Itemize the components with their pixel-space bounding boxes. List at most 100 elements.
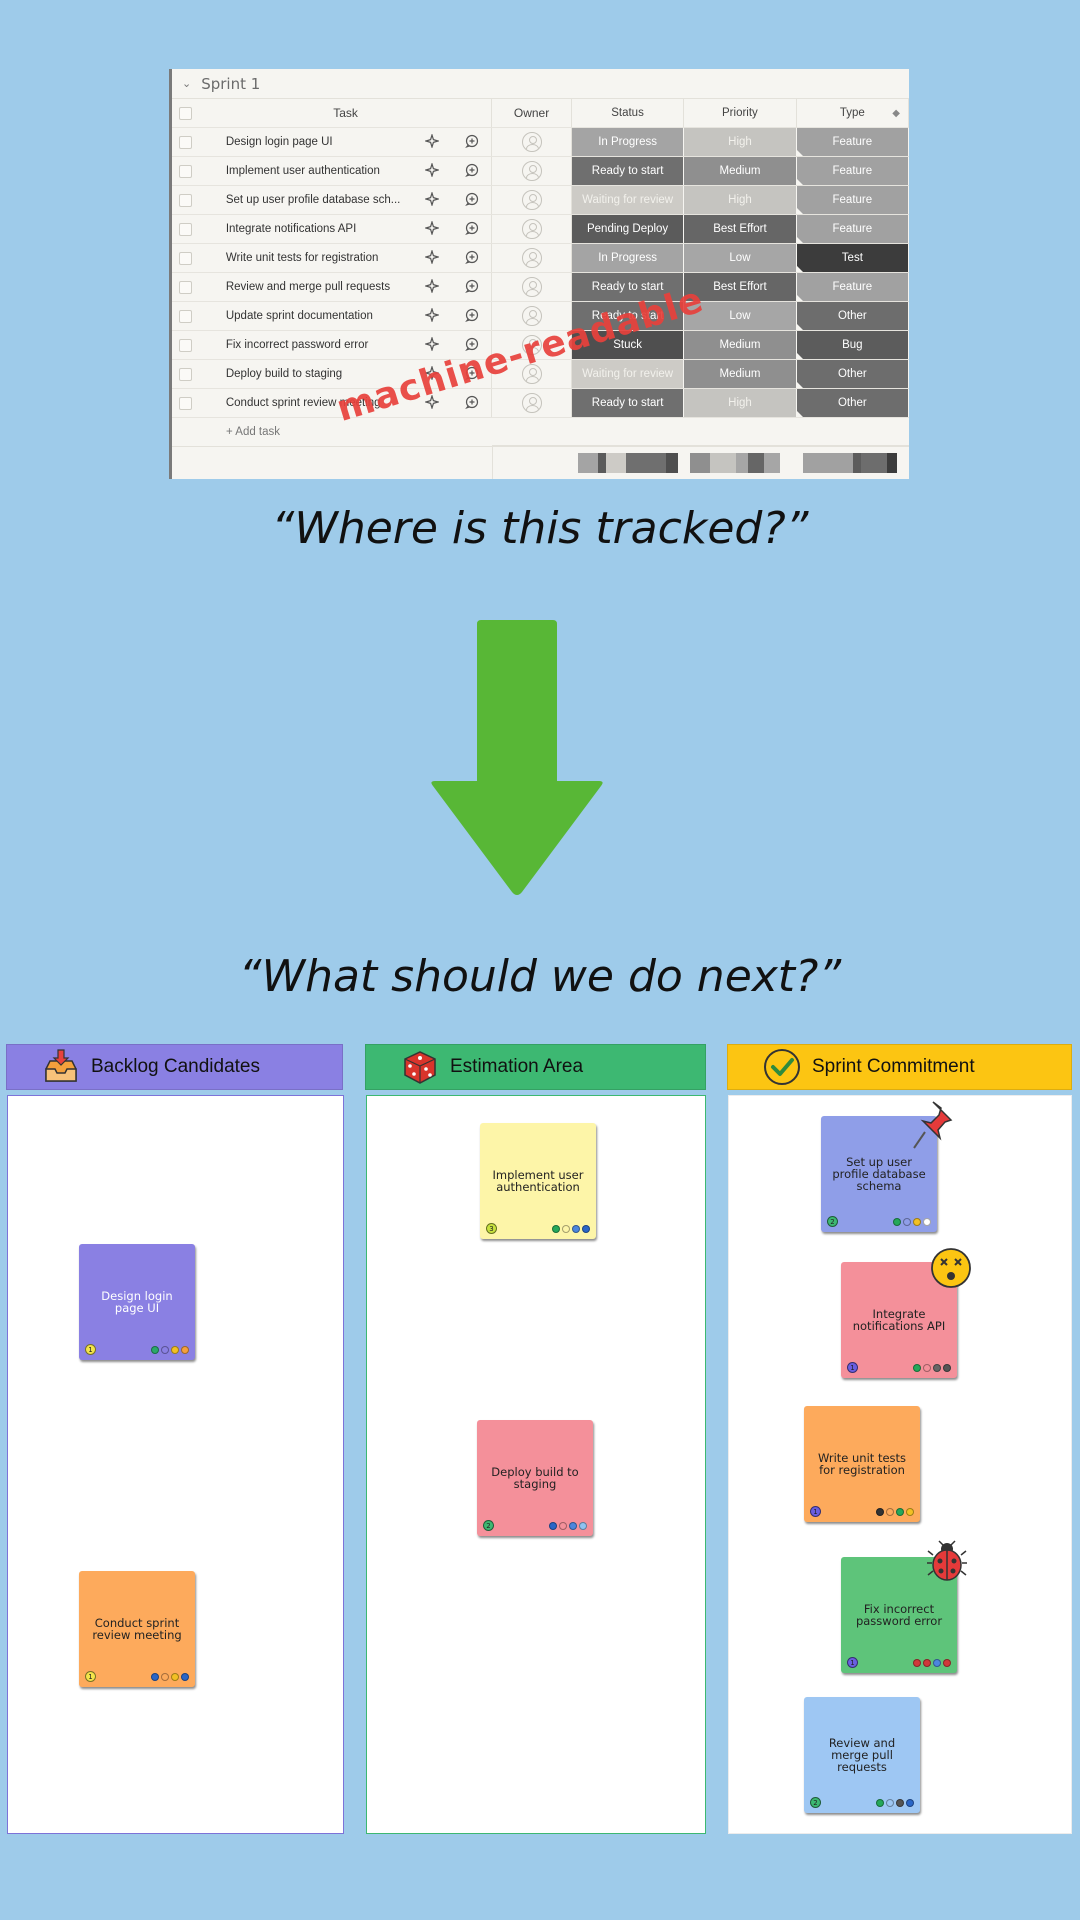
- add-update-icon[interactable]: [464, 192, 479, 209]
- task-name[interactable]: Implement user authentication: [225, 165, 380, 177]
- sparkle-icon[interactable]: [424, 306, 441, 325]
- table-row[interactable]: Update sprint documentation Ready to star…: [172, 302, 909, 331]
- status-cell[interactable]: Ready to start: [571, 273, 685, 301]
- owner-cell[interactable]: [492, 331, 572, 359]
- add-update-icon[interactable]: [464, 366, 479, 383]
- row-checkbox[interactable]: [172, 273, 200, 301]
- type-cell[interactable]: Feature: [796, 215, 909, 243]
- sparkle-icon[interactable]: [424, 393, 441, 412]
- table-row[interactable]: Write unit tests for registration In Prog…: [172, 244, 909, 273]
- add-update-icon[interactable]: [464, 163, 479, 180]
- status-cell[interactable]: Waiting for review: [571, 186, 685, 214]
- status-cell[interactable]: Ready to start: [571, 389, 685, 417]
- column-header[interactable]: Estimation Area: [365, 1044, 706, 1090]
- row-checkbox[interactable]: [172, 360, 200, 388]
- row-checkbox[interactable]: [172, 302, 200, 330]
- column-header[interactable]: Backlog Candidates: [6, 1044, 343, 1090]
- table-row[interactable]: Integrate notifications API Pending Deplo…: [172, 215, 909, 244]
- row-checkbox[interactable]: [172, 244, 200, 272]
- column-header-owner[interactable]: Owner: [492, 99, 572, 127]
- priority-cell[interactable]: Medium: [684, 360, 797, 388]
- row-checkbox[interactable]: [172, 128, 200, 156]
- task-name[interactable]: Set up user profile database sch...: [225, 194, 401, 206]
- type-cell[interactable]: Test: [796, 244, 909, 272]
- add-update-icon[interactable]: [464, 337, 479, 354]
- chevron-down-icon[interactable]: ⌄: [182, 77, 192, 90]
- priority-cell[interactable]: Best Effort: [684, 215, 797, 243]
- owner-cell[interactable]: [492, 360, 572, 388]
- sparkle-icon[interactable]: [424, 190, 441, 209]
- type-cell[interactable]: Other: [796, 389, 909, 417]
- priority-cell[interactable]: Low: [684, 302, 797, 330]
- row-checkbox[interactable]: [172, 331, 200, 359]
- row-checkbox[interactable]: [172, 389, 200, 417]
- add-update-icon[interactable]: [464, 279, 479, 296]
- sparkle-icon[interactable]: [424, 248, 441, 267]
- group-header[interactable]: ⌄ Sprint 1: [172, 69, 909, 98]
- priority-cell[interactable]: Medium: [684, 157, 797, 185]
- status-cell[interactable]: Ready to start: [571, 157, 685, 185]
- task-name[interactable]: Integrate notifications API: [225, 223, 357, 235]
- owner-cell[interactable]: [492, 128, 572, 156]
- type-cell[interactable]: Feature: [796, 186, 909, 214]
- priority-cell[interactable]: High: [684, 128, 797, 156]
- priority-cell[interactable]: Low: [684, 244, 797, 272]
- row-checkbox[interactable]: [172, 215, 200, 243]
- add-update-icon[interactable]: [464, 395, 479, 412]
- column-header-status[interactable]: Status: [572, 99, 685, 127]
- column-header[interactable]: Sprint Commitment: [727, 1044, 1072, 1090]
- status-cell[interactable]: In Progress: [571, 128, 685, 156]
- add-update-icon[interactable]: [464, 308, 479, 325]
- sparkle-icon[interactable]: [424, 161, 441, 180]
- sparkle-icon[interactable]: [424, 364, 441, 383]
- status-cell[interactable]: Waiting for review: [571, 360, 685, 388]
- priority-cell[interactable]: High: [684, 186, 797, 214]
- sparkle-icon[interactable]: [424, 335, 441, 354]
- task-name[interactable]: Conduct sprint review meeting: [225, 397, 381, 409]
- type-cell[interactable]: Feature: [796, 273, 909, 301]
- sparkle-icon[interactable]: [424, 277, 441, 296]
- owner-cell[interactable]: [492, 389, 572, 417]
- status-cell[interactable]: Ready to start: [571, 302, 685, 330]
- type-cell[interactable]: Other: [796, 302, 909, 330]
- status-cell[interactable]: Pending Deploy: [571, 215, 685, 243]
- column-body[interactable]: [7, 1095, 344, 1834]
- sparkle-icon[interactable]: [424, 219, 441, 238]
- owner-cell[interactable]: [492, 186, 572, 214]
- table-row[interactable]: Set up user profile database sch... Waiti…: [172, 186, 909, 215]
- task-name[interactable]: Fix incorrect password error: [225, 339, 369, 351]
- task-name[interactable]: Update sprint documentation: [225, 310, 373, 322]
- select-all-checkbox[interactable]: [172, 99, 200, 127]
- add-update-icon[interactable]: [464, 221, 479, 238]
- priority-cell[interactable]: Medium: [684, 331, 797, 359]
- row-checkbox[interactable]: [172, 186, 200, 214]
- add-task-button[interactable]: + Add task: [172, 418, 909, 447]
- priority-cell[interactable]: Best Effort: [684, 273, 797, 301]
- row-checkbox[interactable]: [172, 157, 200, 185]
- table-row[interactable]: Conduct sprint review meeting Ready to st…: [172, 389, 909, 418]
- owner-cell[interactable]: [492, 215, 572, 243]
- status-cell[interactable]: In Progress: [571, 244, 685, 272]
- type-cell[interactable]: Feature: [796, 157, 909, 185]
- task-name[interactable]: Design login page UI: [225, 136, 333, 148]
- owner-cell[interactable]: [492, 273, 572, 301]
- priority-cell[interactable]: High: [684, 389, 797, 417]
- owner-cell[interactable]: [492, 302, 572, 330]
- type-cell[interactable]: Feature: [796, 128, 909, 156]
- add-column-icon[interactable]: ◆: [892, 107, 900, 119]
- task-name[interactable]: Write unit tests for registration: [225, 252, 379, 264]
- task-name[interactable]: Deploy build to staging: [225, 368, 343, 380]
- column-header-type[interactable]: Type◆: [797, 99, 909, 127]
- sparkle-icon[interactable]: [424, 132, 441, 151]
- table-row[interactable]: Deploy build to staging Waiting for revie…: [172, 360, 909, 389]
- add-update-icon[interactable]: [464, 134, 479, 151]
